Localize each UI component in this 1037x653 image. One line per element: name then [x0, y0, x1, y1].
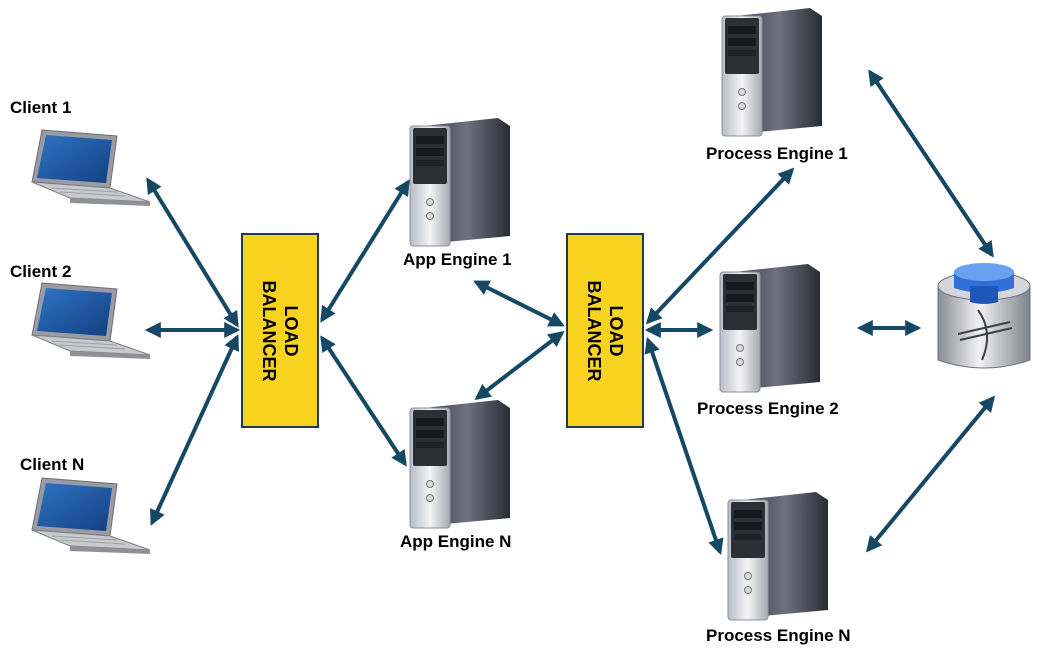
process-engine-2-label: Process Engine 2 [697, 399, 839, 418]
app-engine-1-label: App Engine 1 [403, 250, 512, 269]
database-icon [937, 263, 1031, 369]
app-engine-1-server-icon [409, 118, 510, 247]
client-1-laptop-icon [31, 129, 151, 206]
load-balancer-1-line1: LOAD [281, 305, 301, 356]
app-engine-n-server-icon [409, 400, 510, 529]
arrow-appn-lb2 [474, 331, 565, 400]
load-balancer-2: LOAD BALANCER [566, 233, 644, 428]
process-engine-1-server-icon [721, 8, 822, 137]
client-1-label: Client 1 [10, 98, 72, 117]
client-2-label: Client 2 [10, 262, 72, 281]
load-balancer-2-line1: LOAD [606, 305, 626, 356]
arrow-client1-lb1 [146, 177, 239, 328]
client-2-laptop-icon [31, 282, 151, 359]
process-engine-2-server-icon [719, 264, 820, 393]
arrow-pe1-db [868, 69, 994, 258]
client-n-laptop-icon [31, 477, 151, 554]
load-balancer-1-label: LOAD BALANCER [258, 280, 302, 381]
app-engine-n-label: App Engine N [400, 532, 512, 551]
load-balancer-1-line2: BALANCER [259, 280, 279, 381]
process-engine-n-server-icon [727, 492, 828, 621]
process-engine-1-label: Process Engine 1 [706, 144, 848, 163]
arrow-lb2-pe1 [645, 167, 795, 325]
load-balancer-2-label: LOAD BALANCER [583, 280, 627, 381]
load-balancer-2-line2: BALANCER [584, 280, 604, 381]
arrow-lb2-pen [644, 336, 724, 556]
process-engine-n-label: Process Engine N [706, 626, 851, 645]
arrow-pen-db [865, 395, 996, 553]
arrow-lb1-app1 [320, 179, 410, 323]
arrow-clientn-lb1 [150, 334, 239, 526]
arrow-lb1-appn [320, 335, 407, 467]
arrow-app1-lb2 [473, 280, 565, 327]
load-balancer-1: LOAD BALANCER [241, 233, 319, 428]
client-n-label: Client N [20, 455, 85, 474]
